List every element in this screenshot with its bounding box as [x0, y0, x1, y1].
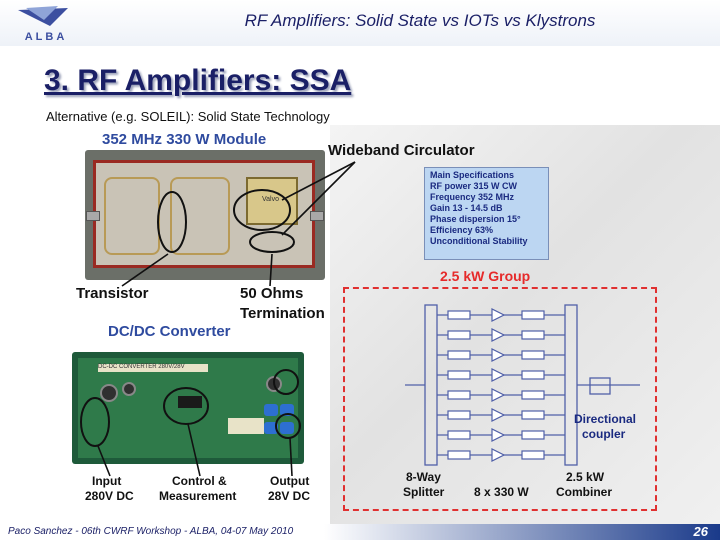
module-title: 352 MHz 330 W Module [102, 131, 267, 148]
control-label-1: Control & [172, 474, 227, 488]
control-label-2: Measurement [159, 489, 237, 503]
capacitor [100, 384, 118, 402]
spec-item: Phase dispersion 15° [430, 214, 521, 224]
termination-label-1: 50 Ohms [240, 285, 304, 302]
combiner-label-2: Combiner [556, 485, 613, 499]
slide-heading: 3. RF Amplifiers: SSA [44, 64, 352, 97]
module-board: Valvo [86, 160, 324, 268]
converter-title: DC/DC Converter [108, 323, 231, 340]
splitter-label-1: 8-Way [406, 470, 441, 484]
amplifier-module-photo: Valvo [85, 150, 325, 280]
converter-board: DC-DC CONVERTER 280V/28V [78, 358, 298, 458]
rf-trace [170, 177, 230, 255]
rf-trace [104, 177, 160, 255]
slide-footer: Paco Sanchez - 06th CWRF Workshop - ALBA… [0, 524, 720, 540]
blue-capacitor [280, 422, 294, 434]
slide-header: ALBA RF Amplifiers: Solid State vs IOTs … [0, 0, 720, 46]
rf-connector [86, 211, 100, 221]
circulator-component: Valvo [246, 177, 298, 225]
splitter-label-2: Splitter [403, 485, 445, 499]
output-label-1: Output [270, 474, 310, 488]
input-label-1: Input [92, 474, 122, 488]
termination-label-2: Termination [240, 305, 325, 322]
capacitor [266, 376, 282, 392]
transistor-label: Transistor [76, 285, 149, 302]
converter-photo: DC-DC CONVERTER 280V/28V [72, 352, 304, 464]
circulator-label: Wideband Circulator [328, 142, 475, 159]
specs-heading: Main Specifications [430, 170, 515, 180]
coupler-label-2: coupler [582, 427, 626, 441]
ic-chip [178, 396, 202, 408]
output-label-2: 28V DC [268, 489, 311, 503]
spec-item: Frequency 352 MHz [430, 192, 515, 202]
spec-item: Unconditional Stability [430, 236, 528, 246]
group-boundary [343, 287, 657, 511]
label-sticker [228, 418, 264, 434]
spec-item: Efficiency 63% [430, 225, 494, 235]
blue-capacitor [280, 404, 294, 416]
input-label-2: 280V DC [85, 489, 134, 503]
capacitor [122, 382, 136, 396]
presentation-title: RF Amplifiers: Solid State vs IOTs vs Kl… [244, 11, 596, 30]
modules-label: 8 x 330 W [474, 485, 529, 499]
group-title: 2.5 kW Group [440, 268, 531, 284]
slide-subtitle: Alternative (e.g. SOLEIL): Solid State T… [46, 109, 330, 124]
component-mark: Valvo [262, 196, 279, 203]
coupler-label-1: Directional [574, 412, 637, 426]
blue-capacitor [264, 404, 278, 416]
specifications-box: Main Specifications RF power 315 W CW Fr… [424, 167, 549, 260]
combiner-label-1: 2.5 kW [566, 470, 605, 484]
spec-item: RF power 315 W CW [430, 181, 518, 191]
page-number: 26 [693, 524, 708, 539]
footer-text: Paco Sanchez - 06th CWRF Workshop - ALBA… [8, 526, 294, 537]
logo-text: ALBA [25, 31, 68, 43]
rf-connector [310, 211, 324, 221]
blue-capacitor [264, 422, 278, 434]
alba-logo: ALBA [6, 4, 86, 44]
board-mark: DC-DC CONVERTER 280V/28V [98, 364, 208, 372]
spec-item: Gain 13 - 14.5 dB [430, 203, 503, 213]
